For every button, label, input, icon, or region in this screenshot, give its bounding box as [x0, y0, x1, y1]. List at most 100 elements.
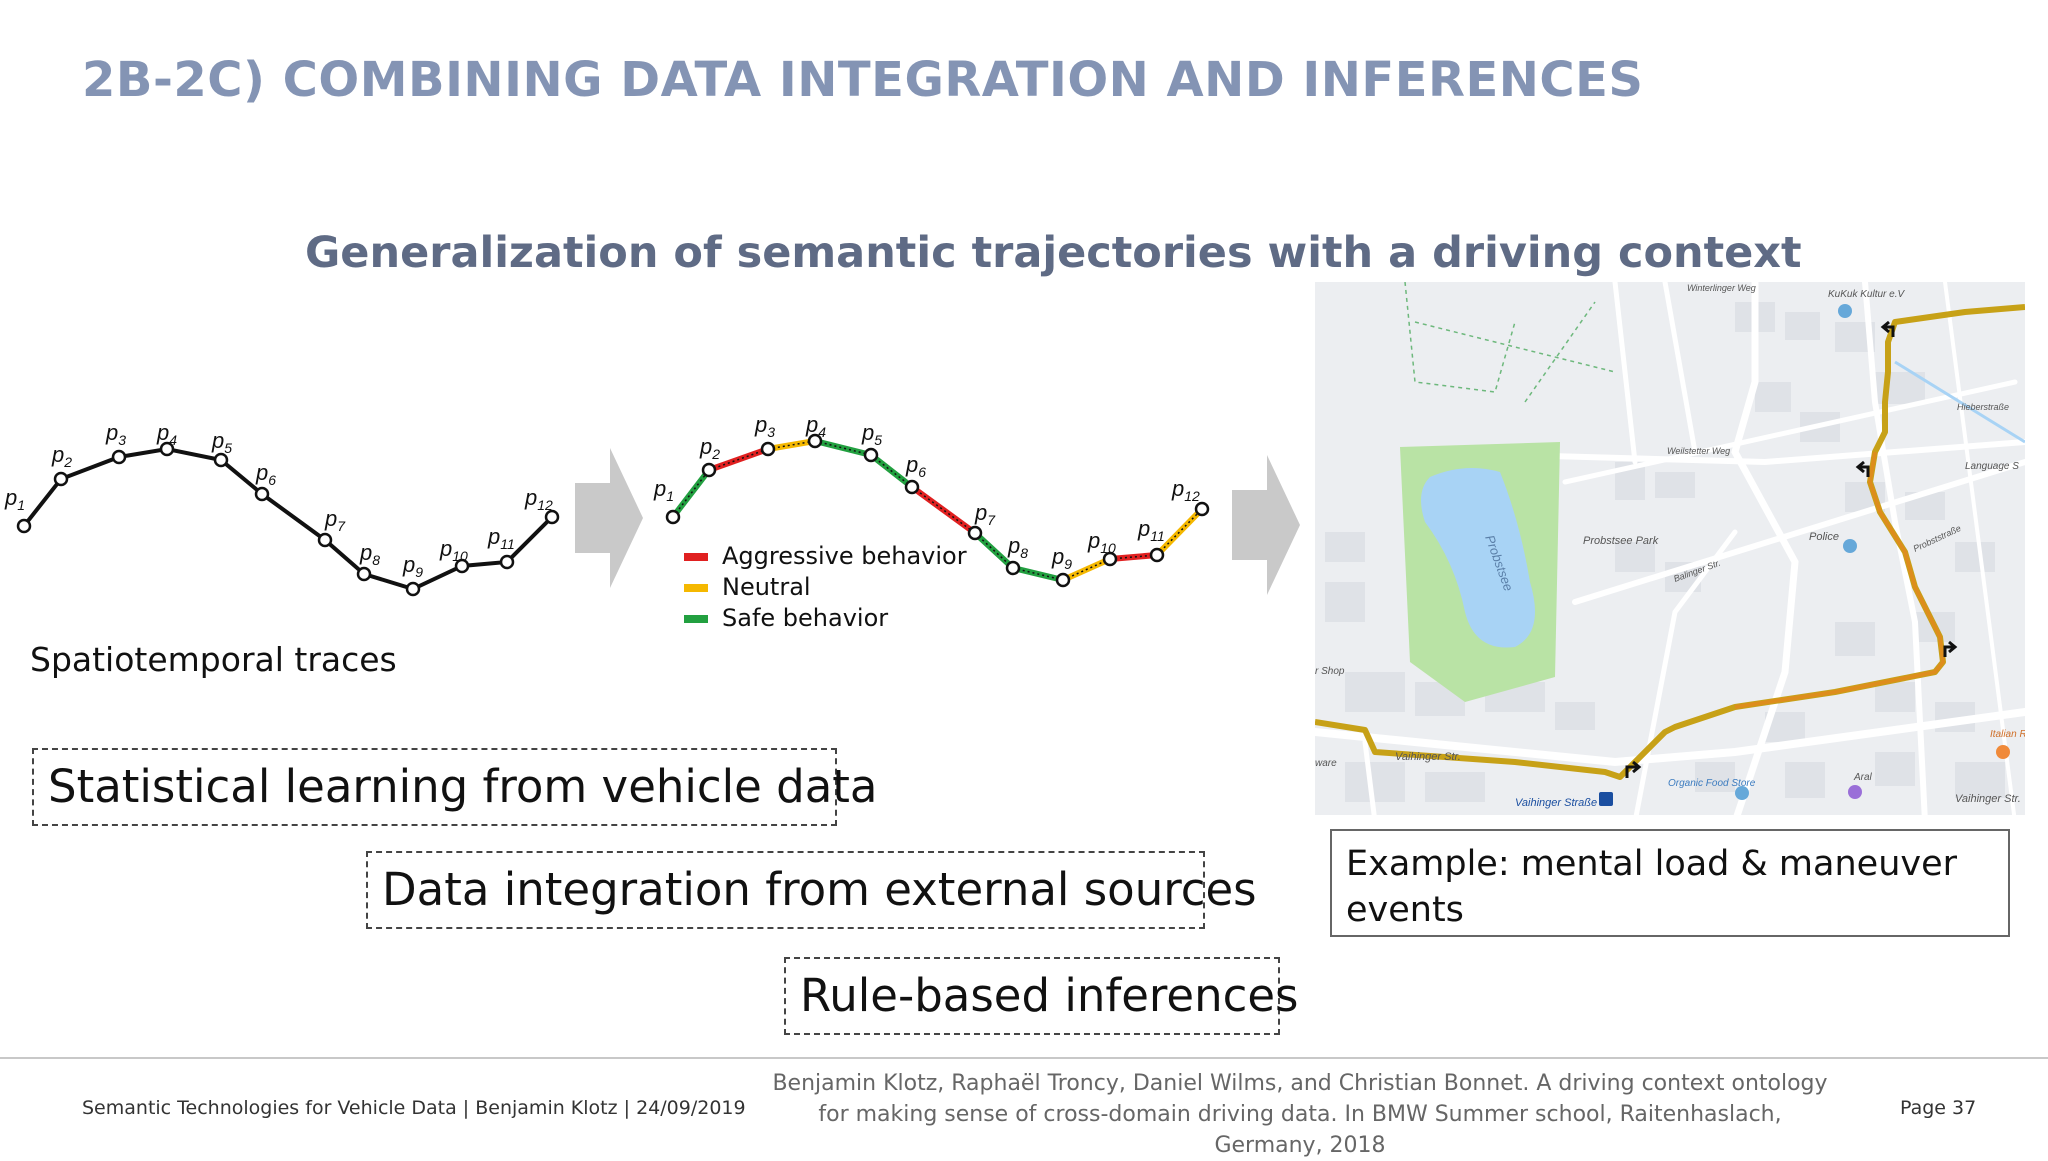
trace-segment-overlay — [974, 532, 1014, 569]
footer-left: Semantic Technologies for Vehicle Data |… — [82, 1097, 746, 1119]
point-label-p8: p8 — [1007, 533, 1028, 561]
legend-label: Neutral — [722, 573, 811, 601]
legend-swatch-yellow — [684, 584, 708, 592]
map-label-organic: Organic Food Store — [1668, 778, 1756, 789]
legend-safe: Safe behavior — [684, 604, 888, 632]
point-label-p3: p3 — [754, 412, 775, 440]
point-label-p2: p2 — [51, 442, 72, 470]
spatiotemporal-caption: Spatiotemporal traces — [30, 640, 397, 679]
point-label-p1: p1 — [4, 485, 25, 513]
map-label-kukuk: KuKuk Kultur e.V — [1828, 289, 1905, 300]
legend-label: Safe behavior — [722, 604, 889, 632]
map-graphic: Probstsee Probstsee Park Vaihinger Straß… — [1315, 282, 2025, 815]
point-label-p3: p3 — [105, 420, 126, 448]
slide-title: 2B-2C) COMBINING DATA INTEGRATION AND IN… — [82, 52, 1644, 108]
arrow-right-icon — [575, 448, 643, 588]
trace-line — [22, 446, 554, 592]
map-label-police: Police — [1809, 531, 1839, 543]
legend-neutral: Neutral — [684, 573, 811, 601]
point-label-p1: p1 — [653, 476, 674, 504]
trace-point — [863, 447, 879, 463]
trace-segment-safe — [814, 438, 872, 458]
page-number: Page 37 — [1900, 1097, 1977, 1119]
map-label-weilstetter: Weilstetter Weg — [1667, 446, 1730, 456]
trace-point — [454, 558, 470, 574]
map-label-shop: r Shop — [1315, 666, 1345, 677]
box-data-integration: Data integration from external sources — [366, 851, 1257, 929]
legend-swatch-red — [684, 553, 708, 561]
point-label-p9: p9 — [1051, 544, 1072, 572]
legend-swatch-green — [684, 615, 708, 623]
box-statistical-learning: Statistical learning from vehicle data — [32, 748, 878, 826]
trace-point — [807, 433, 823, 449]
map-label-street-left: Vaihinger Str. — [1395, 751, 1461, 763]
trace-segment-neutral — [767, 438, 816, 452]
point-label-p7: p7 — [324, 506, 346, 534]
point-label-p7: p7 — [974, 500, 996, 528]
map-label-winterlinger: Winterlinger Weg — [1687, 283, 1756, 293]
trace-segment-overlay — [1062, 558, 1111, 581]
point-label-p11: p11 — [1137, 516, 1165, 544]
trace-segment-overlay — [870, 454, 913, 488]
slide-subtitle: Generalization of semantic trajectories … — [305, 228, 1802, 278]
point-label-p9: p9 — [402, 552, 423, 580]
point-label-p5: p5 — [211, 428, 232, 456]
route-map: Probstsee Probstsee Park Vaihinger Straß… — [1315, 282, 2025, 815]
trace-point — [665, 509, 681, 525]
map-label-station: Vaihinger Straße — [1515, 797, 1597, 809]
point-label-p4: p4 — [805, 412, 826, 440]
trace-point — [317, 532, 333, 548]
trace-left-diagram: p1 p2 p3 p4 p5 p6 p7 p8 p9 p10 p11 p12 — [4, 420, 560, 597]
trace-point — [213, 452, 229, 468]
point-label-p11: p11 — [487, 524, 515, 552]
trace-point — [356, 566, 372, 582]
trace-point — [967, 525, 983, 541]
trace-point — [111, 449, 127, 465]
trace-point — [159, 441, 175, 457]
example-box: Example: mental load & maneuver events — [1330, 829, 2010, 937]
point-label-p5: p5 — [861, 420, 882, 448]
point-label-p12: p12 — [524, 485, 553, 513]
trace-segment-overlay — [708, 448, 769, 471]
legend-label: Aggressive behavior — [722, 542, 967, 570]
point-label-p10: p10 — [439, 536, 468, 564]
trace-point — [499, 554, 515, 570]
point-label-p6: p6 — [255, 460, 276, 488]
footer-citation: Benjamin Klotz, Raphaël Troncy, Daniel W… — [772, 1071, 1828, 1158]
map-label-italian: Italian R — [1990, 729, 2025, 740]
trace-point — [544, 509, 560, 525]
trace-point — [405, 581, 421, 597]
legend-aggressive: Aggressive behavior — [684, 542, 967, 570]
trace-point — [760, 441, 776, 457]
point-label-p4: p4 — [156, 420, 177, 448]
trace-point — [53, 471, 69, 487]
arrow-right-icon — [1232, 455, 1300, 595]
trace-point — [1055, 572, 1071, 588]
trace-segment-overlay — [911, 486, 976, 534]
trace-segment-overlay — [1012, 567, 1064, 581]
trace-point — [1194, 501, 1210, 517]
trace-segment-aggressive — [1109, 552, 1158, 562]
map-label-hieberstr: Hieberstraße — [1957, 402, 2009, 412]
point-label-p6: p6 — [905, 452, 926, 480]
point-label-p10: p10 — [1087, 528, 1116, 556]
point-label-p2: p2 — [699, 434, 720, 462]
map-label-street-right: Vaihinger Str. — [1955, 793, 2021, 805]
trace-point — [1149, 547, 1165, 563]
map-label-language: Language S — [1965, 461, 2019, 472]
trace-point — [1005, 560, 1021, 576]
map-label-aral: Aral — [1853, 772, 1873, 783]
point-label-p12: p12 — [1171, 476, 1200, 504]
footer-divider — [0, 1057, 2048, 1059]
box-rule-based-inferences: Rule-based inferences — [784, 957, 1298, 1035]
trace-point — [16, 518, 32, 534]
trace-point — [904, 479, 920, 495]
map-label-park: Probstsee Park — [1583, 535, 1659, 547]
trace-point — [701, 462, 717, 478]
point-label-p8: p8 — [359, 540, 380, 568]
trace-point — [254, 486, 270, 502]
trace-segment-overlay — [1156, 508, 1203, 556]
map-label-ware: ware — [1315, 758, 1337, 769]
trace-segment-safe — [670, 468, 712, 519]
